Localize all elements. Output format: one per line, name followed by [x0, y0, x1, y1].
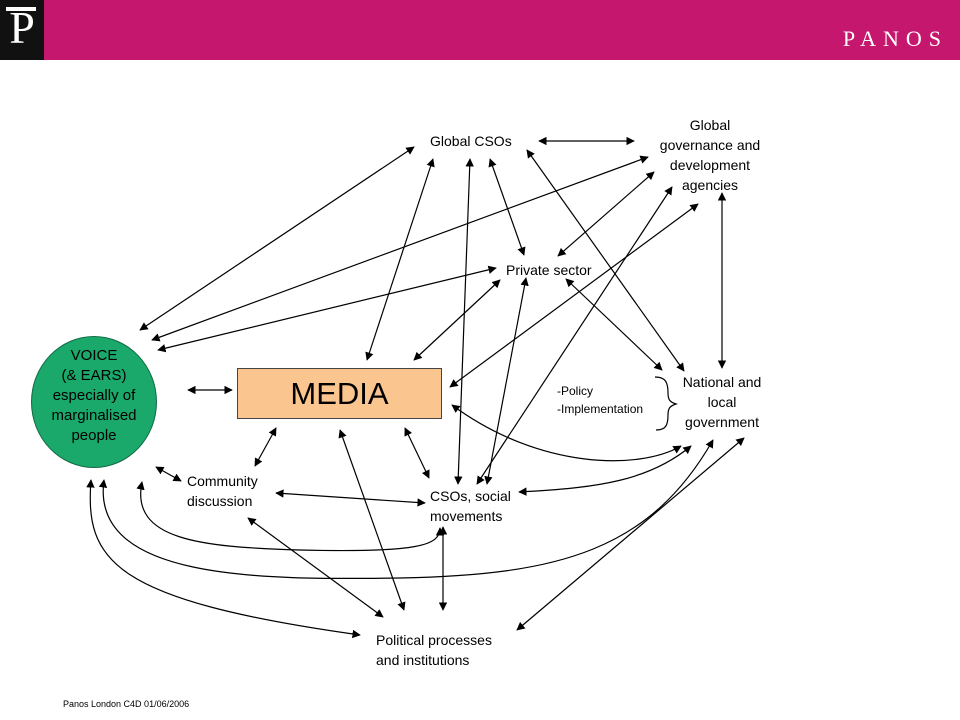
- arrow-community-political: [247, 517, 384, 618]
- voice-line-4: marginalised: [51, 407, 137, 424]
- footer-text: Panos London C4D 01/06/2006: [63, 699, 190, 709]
- arrow-community-csos: [275, 489, 426, 507]
- header-bar: P PANOS: [0, 0, 960, 60]
- arrow-globalcsos-csos: [454, 158, 474, 485]
- media-label: MEDIA: [290, 375, 389, 411]
- logo-bar: [6, 7, 36, 11]
- global-governance-line-4: agencies: [681, 177, 739, 193]
- policy-label: -Policy: [557, 384, 594, 398]
- national-government-line-2: local: [707, 394, 737, 410]
- voice-line-1: VOICE: [70, 347, 118, 364]
- voice-line-5: people: [71, 427, 117, 444]
- voice-line-3: especially of: [52, 387, 136, 404]
- national-government-line-1: National and: [682, 374, 762, 390]
- arrow-voice-community: [155, 466, 182, 482]
- arrow-voice-private: [157, 265, 497, 353]
- community-discussion-label: Community discussion: [187, 471, 258, 511]
- arrow-globalcsos-private: [488, 158, 526, 256]
- csos-social-label: CSOs, social movements: [430, 486, 511, 526]
- arrow-political-national: [516, 437, 745, 631]
- brand-name: PANOS: [842, 26, 948, 51]
- arrow-media-political: [338, 429, 406, 611]
- logo-letter: P: [9, 2, 35, 53]
- arrow-globalgov-csos: [476, 186, 673, 485]
- voice-node: VOICE (& EARS) especially of marginalise…: [31, 336, 157, 468]
- csos-social-line-1: CSOs, social: [430, 488, 511, 504]
- arrow-globalgov-media: [449, 203, 699, 388]
- arrow-voice-csos-curve: [136, 481, 445, 552]
- voice-line-2: (& EARS): [61, 367, 127, 384]
- global-governance-line-1: Global: [689, 117, 731, 133]
- global-governance-line-2: governance and: [659, 137, 761, 153]
- political-processes-line-1: Political processes: [376, 632, 492, 648]
- global-governance-line-3: development: [669, 157, 751, 173]
- arrow-private-national: [565, 278, 663, 371]
- arrow-media-community: [254, 427, 277, 467]
- arrow-globalcsos-media: [365, 158, 435, 361]
- political-processes-label: Political processes and institutions: [376, 630, 492, 670]
- panos-logo: P: [0, 0, 44, 60]
- national-government-label: National and local government: [672, 372, 772, 432]
- global-governance-label: Global governance and development agenci…: [645, 115, 775, 195]
- national-government-line-3: government: [685, 414, 759, 430]
- community-discussion-line-1: Community: [187, 473, 258, 489]
- community-discussion-line-2: discussion: [187, 493, 253, 509]
- arrow-private-csos: [484, 277, 529, 485]
- arrow-voice-political-curve: [86, 479, 361, 639]
- arrow-voice-globalcsos: [139, 146, 415, 331]
- media-node: MEDIA: [237, 368, 442, 419]
- private-sector-label: Private sector: [506, 262, 592, 278]
- arrow-voice-globalgov: [151, 155, 649, 342]
- implementation-label: -Implementation: [557, 402, 644, 416]
- csos-social-line-2: movements: [430, 508, 503, 524]
- arrow-media-csos: [404, 427, 430, 479]
- political-processes-line-2: and institutions: [376, 652, 470, 668]
- global-csos-label: Global CSOs: [430, 133, 512, 149]
- arrow-private-media: [413, 279, 501, 361]
- policy-brace: [654, 376, 678, 431]
